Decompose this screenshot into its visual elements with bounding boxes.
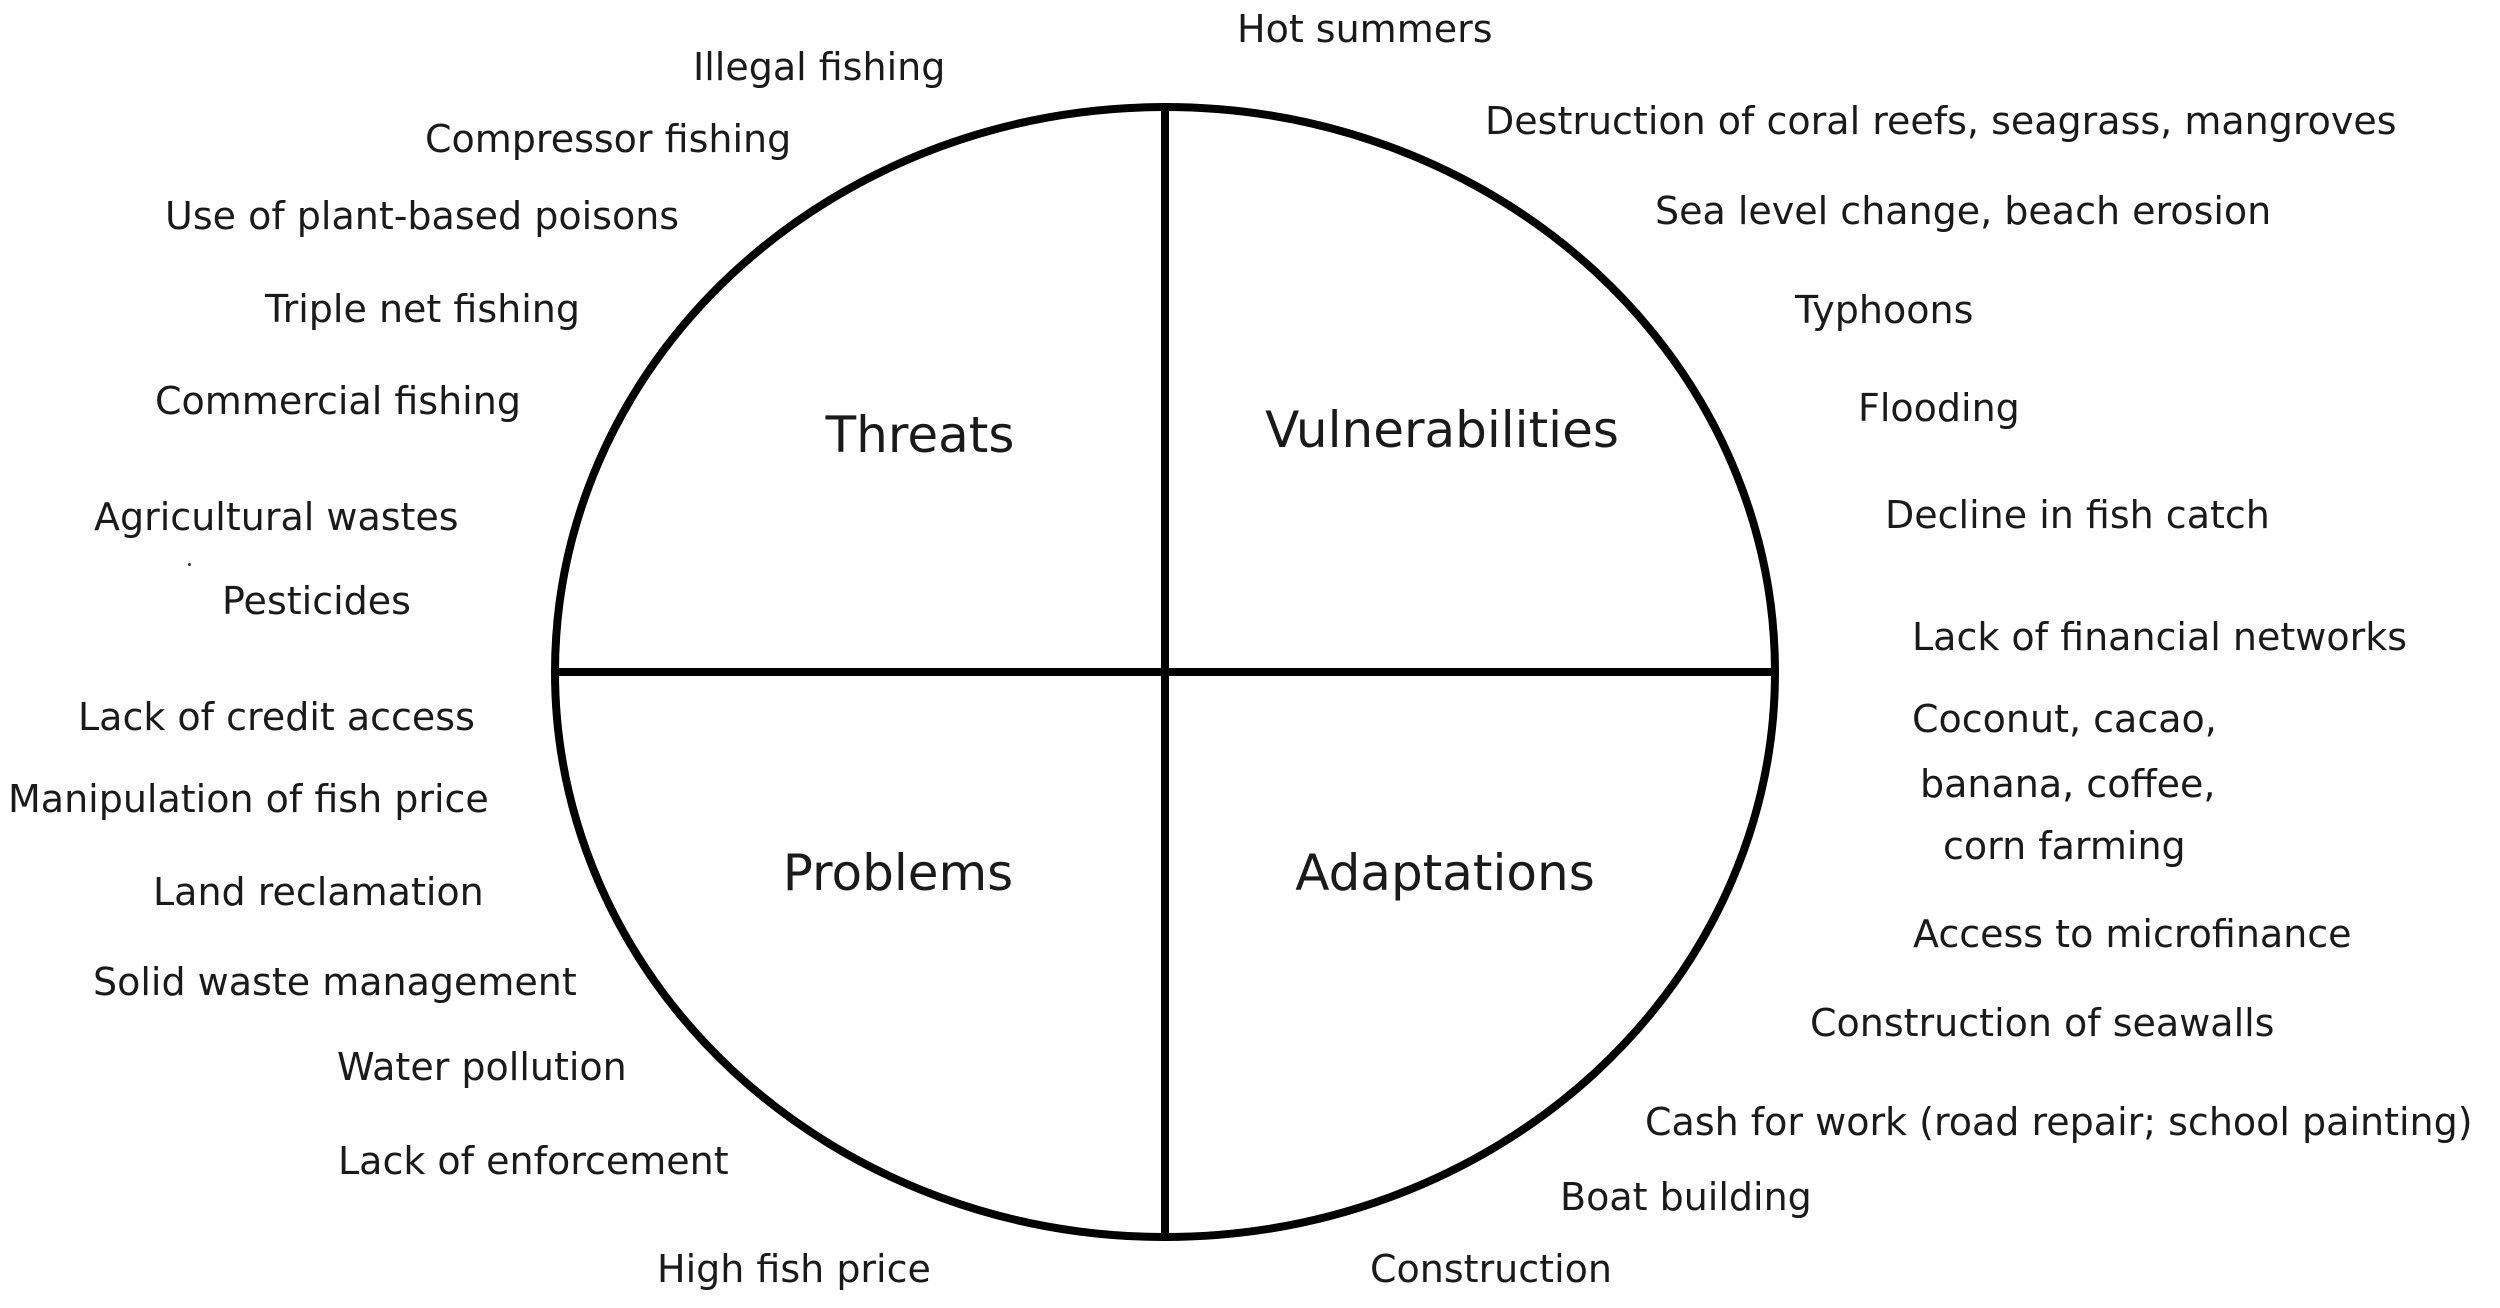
adaptation-label: Coconut, cacao, (1912, 697, 2217, 741)
problem-label: Water pollution (337, 1045, 627, 1089)
problem-label: Lack of enforcement (338, 1139, 729, 1183)
quadrant-title-threats: Threats (825, 406, 1015, 464)
adaptation-label: Access to microfinance (1913, 912, 2352, 956)
stray-dot (188, 563, 191, 566)
threat-label: Pesticides (222, 579, 411, 623)
quadrant-title-vulnerabilities: Vulnerabilities (1265, 401, 1619, 459)
adaptation-label: Boat building (1560, 1175, 1812, 1219)
threat-label: Agricultural wastes (94, 495, 459, 539)
vulnerability-label: Destruction of coral reefs, seagrass, ma… (1485, 99, 2397, 143)
adaptation-label: corn farming (1943, 824, 2186, 868)
adaptation-label: Cash for work (road repair; school paint… (1645, 1100, 2473, 1144)
problem-label: Land reclamation (153, 870, 484, 914)
problem-label: High fish price (657, 1247, 931, 1291)
threat-label: Compressor fishing (425, 117, 792, 161)
adaptation-label: Lack of financial networks (1912, 615, 2408, 659)
vulnerability-label: Sea level change, beach erosion (1655, 189, 2272, 233)
threat-label: Illegal fishing (693, 45, 946, 89)
threat-label: Use of plant-based poisons (165, 194, 680, 238)
adaptation-label: banana, coffee, (1920, 762, 2216, 806)
adaptation-label: Construction (1370, 1247, 1612, 1291)
vulnerability-label: Hot summers (1237, 7, 1493, 51)
problem-label: Lack of credit access (78, 695, 475, 739)
vulnerability-label: Decline in fish catch (1885, 493, 2270, 537)
adaptation-label: Construction of seawalls (1810, 1001, 2275, 1045)
vulnerability-label: Flooding (1858, 386, 2020, 430)
quadrant-title-adaptations: Adaptations (1295, 844, 1595, 902)
quadrant-title-problems: Problems (782, 844, 1014, 902)
problem-label: Manipulation of fish price (8, 777, 489, 821)
vulnerability-label: Typhoons (1795, 288, 1974, 332)
problem-label: Solid waste management (93, 960, 577, 1004)
threat-label: Commercial fishing (155, 379, 521, 423)
threat-label: Triple net fishing (265, 287, 580, 331)
